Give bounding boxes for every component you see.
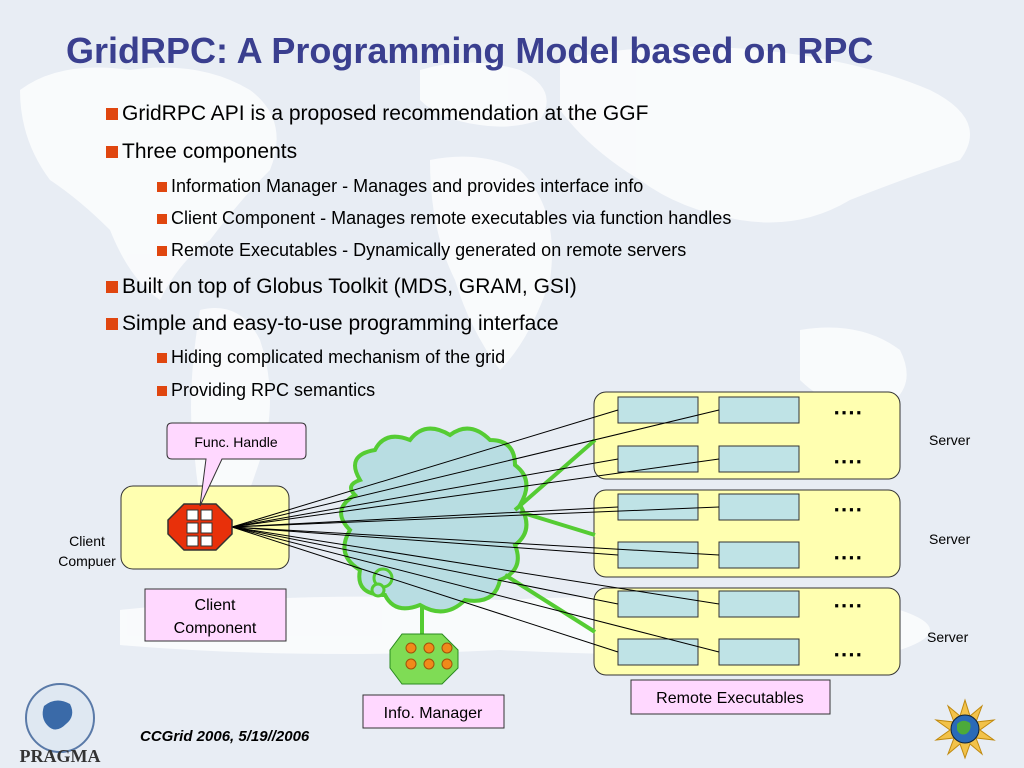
remote-executables-label: Remote Executables bbox=[656, 690, 804, 707]
rpc-line bbox=[231, 526, 619, 605]
rpc-line bbox=[231, 506, 720, 528]
rpc-line bbox=[231, 526, 720, 556]
remote-executable bbox=[617, 445, 699, 473]
client-component-box bbox=[144, 588, 287, 642]
info-manager-dot bbox=[441, 658, 453, 670]
remote-executable bbox=[617, 541, 699, 569]
func-handle-callout bbox=[166, 422, 307, 507]
cloud-bubble bbox=[370, 582, 386, 598]
ellipsis-text: ․․․․ bbox=[833, 491, 862, 516]
ellipsis-text: ․․․․ bbox=[833, 636, 862, 661]
green-connector bbox=[503, 573, 597, 634]
ellipsis-text: ․․․․ bbox=[833, 443, 862, 468]
info-manager-box bbox=[362, 694, 505, 729]
remote-executable bbox=[718, 445, 800, 473]
remote-executable bbox=[617, 396, 699, 424]
remote-executable bbox=[718, 638, 800, 666]
remote-executable bbox=[617, 590, 699, 618]
info-manager-dot bbox=[441, 642, 453, 654]
info-manager-dot bbox=[405, 642, 417, 654]
handle-slot bbox=[186, 509, 199, 521]
rpc-line bbox=[231, 409, 619, 528]
rpc-line bbox=[231, 526, 720, 653]
client-component-label-line2: Component bbox=[174, 620, 257, 637]
remote-executable bbox=[718, 396, 800, 424]
green-connector bbox=[513, 438, 597, 512]
info-manager-label: Info. Manager bbox=[384, 705, 483, 722]
slide-title: GridRPC: A Programming Model based on RP… bbox=[66, 30, 874, 71]
func-handle-label: Func. Handle bbox=[194, 434, 277, 450]
server-label: Server bbox=[929, 432, 971, 448]
remote-executable bbox=[617, 493, 699, 521]
ellipsis-text: ․․․․ bbox=[833, 394, 862, 419]
globe-logo bbox=[934, 698, 996, 760]
ellipsis-text: ․․․․ bbox=[833, 539, 862, 564]
handle-slot bbox=[200, 535, 213, 547]
ellipsis-text: ․․․․ bbox=[833, 587, 862, 612]
handle-slot bbox=[186, 522, 199, 534]
pragma-logo: PRAGMA bbox=[20, 683, 101, 766]
function-handle bbox=[167, 503, 233, 551]
client-computer-label-line1: Client bbox=[69, 533, 105, 549]
pragma-logo-text: PRAGMA bbox=[20, 746, 101, 766]
client-component-label-line1: Client bbox=[195, 597, 236, 614]
server-label: Server bbox=[929, 531, 971, 547]
info-manager-dot bbox=[405, 658, 417, 670]
handle-slot bbox=[200, 509, 213, 521]
remote-executable bbox=[718, 590, 800, 618]
rpc-line bbox=[231, 526, 619, 556]
remote-executable bbox=[718, 493, 800, 521]
server-label: Server bbox=[927, 629, 969, 645]
remote-executables-box bbox=[630, 679, 831, 715]
rpc-line bbox=[231, 526, 720, 605]
remote-executable bbox=[718, 541, 800, 569]
footer-date: CCGrid 2006, 5/19//2006 bbox=[140, 728, 310, 745]
rpc-line bbox=[231, 526, 619, 653]
handle-slot bbox=[200, 522, 213, 534]
rpc-line bbox=[231, 458, 619, 528]
rpc-line bbox=[231, 409, 720, 528]
info-manager-dot bbox=[423, 642, 435, 654]
grid-cloud bbox=[339, 426, 529, 614]
handle-slot bbox=[186, 535, 199, 547]
green-connector bbox=[519, 510, 596, 537]
client-computer-label-line2: Compuer bbox=[58, 553, 116, 569]
rpc-line bbox=[231, 506, 619, 528]
info-manager-dot bbox=[423, 658, 435, 670]
rpc-line bbox=[231, 458, 720, 528]
remote-executable bbox=[617, 638, 699, 666]
